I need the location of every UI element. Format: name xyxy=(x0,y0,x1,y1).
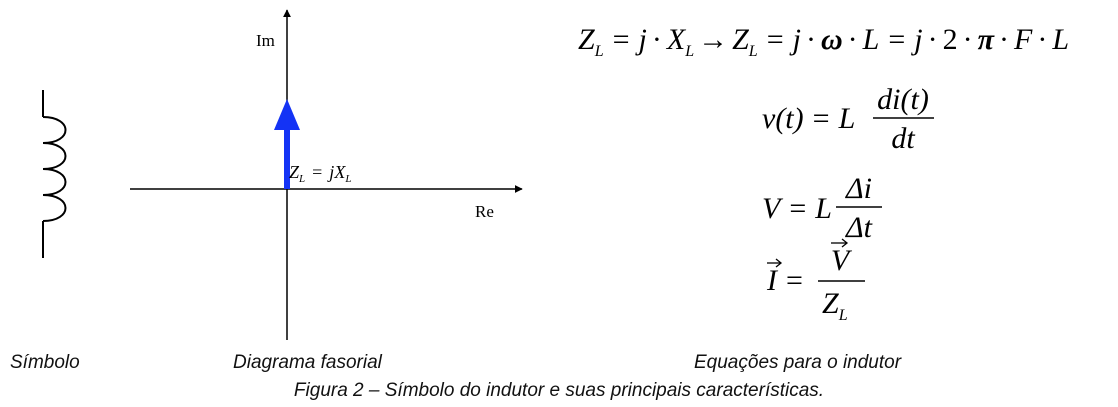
eq3-numerator: Δi xyxy=(845,172,872,205)
eq1-f: F xyxy=(1013,23,1033,56)
phasor-label-x: X xyxy=(333,162,346,182)
phasor-label-eq: = xyxy=(312,162,322,182)
equation-impedance: ZL=j·XL→ZL=j·ω·L=j·2·π·F·L xyxy=(578,23,1069,60)
eq2-numerator: di(t) xyxy=(877,83,929,116)
eq1-eq2: = xyxy=(767,23,784,56)
eq1-l2: L xyxy=(1051,23,1069,56)
caption-symbol: Símbolo xyxy=(10,352,80,373)
eq1-z2: Z xyxy=(732,23,749,56)
phasor-label: ZL=jXL xyxy=(289,162,351,185)
svg-text:v(t)=L: v(t) =L xyxy=(762,102,855,135)
real-axis-label: Re xyxy=(475,202,494,221)
eq1-sub3: L xyxy=(748,43,758,60)
eq1-sub2: L xyxy=(684,43,694,60)
eq1-two: 2 xyxy=(943,23,958,56)
eq4-den-sub: L xyxy=(838,307,848,324)
eq4-den-main: Z xyxy=(822,287,839,320)
eq1-sub1: L xyxy=(594,43,604,60)
eq2-eq: = xyxy=(813,102,830,135)
eq4-lhs: I xyxy=(766,264,779,297)
eq1-omega: ω xyxy=(821,23,843,56)
eq1-j1: j xyxy=(635,23,647,56)
eq1-pi: π xyxy=(978,23,995,56)
phasor-axes xyxy=(130,9,523,340)
eq4-numerator: V xyxy=(831,244,853,277)
eq3-eq: = xyxy=(789,192,806,225)
eq2-l: L xyxy=(838,102,856,135)
eq1-dot3: · xyxy=(848,23,858,56)
eq2-denominator: dt xyxy=(891,122,915,155)
eq1-l1: L xyxy=(862,23,880,56)
eq3-lhs: V xyxy=(762,192,784,225)
phasor-label-sub: L xyxy=(298,173,305,185)
eq1-dot6: · xyxy=(999,23,1009,56)
figure-caption: Figura 2 – Símbolo do indutor e suas pri… xyxy=(293,380,825,401)
eq1-dot7: · xyxy=(1037,23,1047,56)
eq3-l: L xyxy=(814,192,832,225)
eq1-arrow: → xyxy=(698,23,728,56)
phasor-label-j: j xyxy=(327,162,334,182)
eq1-eq1: = xyxy=(613,23,630,56)
equation-voltage-derivative: v(t) =L di(t) dt xyxy=(762,83,934,155)
eq1-dot2: · xyxy=(806,23,816,56)
inductor-symbol-icon xyxy=(42,90,67,258)
equation-current-phasor: I= V ZL xyxy=(766,238,865,324)
svg-text:I=: I= xyxy=(766,264,803,297)
eq1-dot5: · xyxy=(963,23,973,56)
caption-equations: Equações para o indutor xyxy=(694,352,902,373)
eq1-dot4: · xyxy=(928,23,938,56)
eq1-dot1: · xyxy=(652,23,662,56)
impedance-phasor-arrow xyxy=(274,99,300,189)
caption-phasor-diagram: Diagrama fasorial xyxy=(233,352,382,373)
eq4-num-vector-arrowhead xyxy=(841,238,849,248)
eq3-denominator: Δt xyxy=(845,211,873,244)
eq1-j3: j xyxy=(910,23,922,56)
eq1-j2: j xyxy=(789,23,801,56)
phasor-label-sub2: L xyxy=(344,173,351,185)
eq4-eq: = xyxy=(786,264,803,297)
phasor-label-z: Z xyxy=(289,162,300,182)
eq1-z1: Z xyxy=(578,23,595,56)
svg-text:V=L: V=L xyxy=(762,192,832,225)
imaginary-axis-label: Im xyxy=(256,31,275,50)
eq1-eq3: = xyxy=(888,23,905,56)
eq2-lhs: v(t) xyxy=(762,102,804,135)
equation-voltage-delta: V=L Δi Δt xyxy=(762,172,882,244)
svg-text:ZL: ZL xyxy=(822,287,848,324)
eq4-lhs-vector-arrowhead xyxy=(775,258,783,268)
eq1-x: X xyxy=(666,23,687,56)
